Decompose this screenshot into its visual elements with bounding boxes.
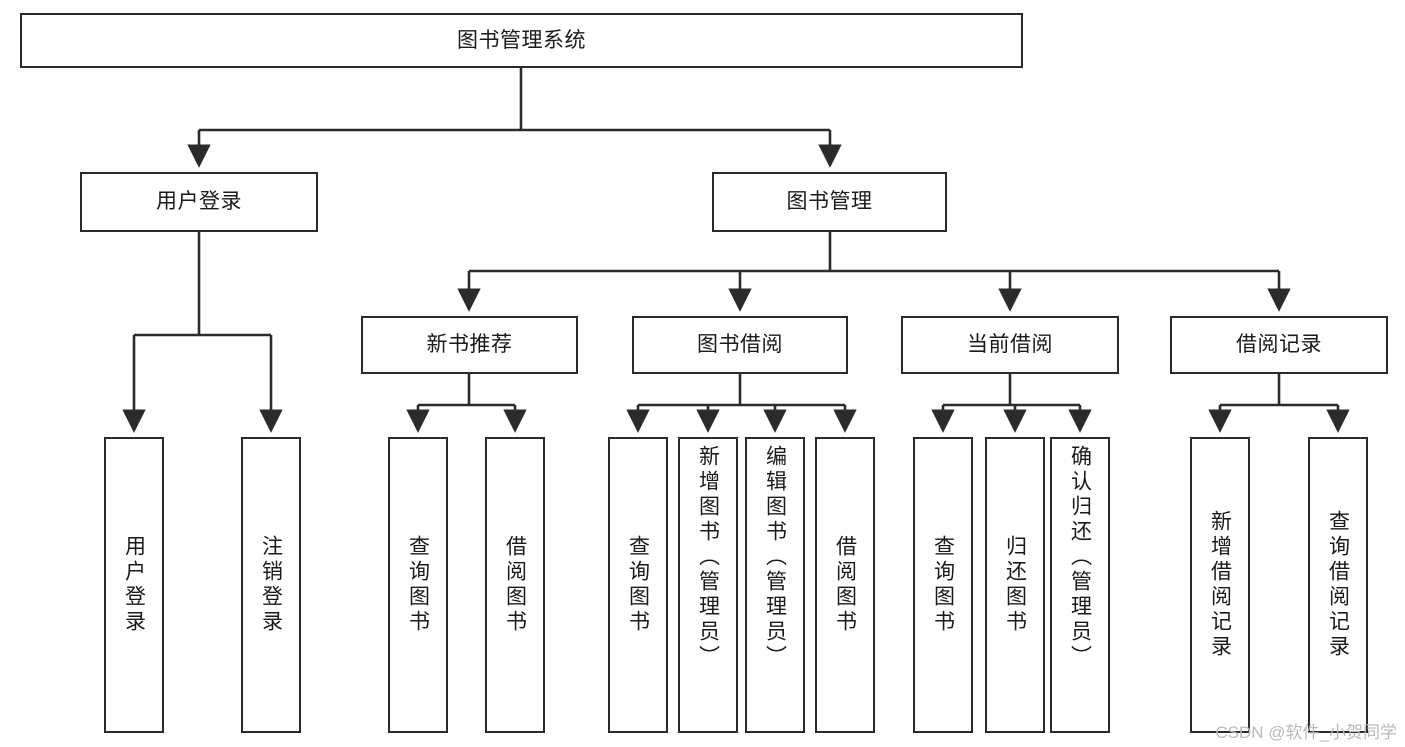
node-leaf-query-book-borrow-label: 查询图书: [626, 535, 650, 635]
node-leaf-query-book-current[interactable]: 查询图书: [913, 437, 973, 733]
node-book-manage-label: 图书管理: [786, 190, 873, 214]
node-user-login-label: 用户登录: [156, 190, 242, 214]
node-book-manage[interactable]: 图书管理: [712, 172, 947, 232]
node-borrow-record[interactable]: 借阅记录: [1170, 316, 1388, 374]
node-new-book-recommend-label: 新书推荐: [426, 333, 513, 357]
node-leaf-user-login-label: 用户登录: [122, 535, 146, 635]
node-leaf-add-book-admin[interactable]: 新增图书（管理员）: [678, 437, 738, 733]
node-leaf-add-borrow-record-label: 新增借阅记录: [1208, 510, 1232, 660]
csdn-watermark: CSDN @软件_小贺同学: [1215, 723, 1397, 742]
node-leaf-logout-login-label: 注销登录: [259, 535, 283, 635]
node-leaf-edit-book-admin-label: 编辑图书（管理员）: [763, 445, 787, 670]
node-leaf-add-borrow-record[interactable]: 新增借阅记录: [1190, 437, 1250, 733]
node-leaf-user-login[interactable]: 用户登录: [104, 437, 164, 733]
node-leaf-confirm-return-admin[interactable]: 确认归还（管理员）: [1050, 437, 1110, 733]
node-leaf-query-book-borrow[interactable]: 查询图书: [608, 437, 668, 733]
node-current-borrow[interactable]: 当前借阅: [901, 316, 1119, 374]
node-leaf-borrow-book-borrow[interactable]: 借阅图书: [815, 437, 875, 733]
node-book-borrow-label: 图书借阅: [697, 333, 783, 357]
node-leaf-add-book-admin-label: 新增图书（管理员）: [696, 445, 720, 670]
node-leaf-query-borrow-record-label: 查询借阅记录: [1326, 510, 1350, 660]
node-leaf-borrow-book-recommend-label: 借阅图书: [503, 535, 527, 635]
node-leaf-query-book-recommend[interactable]: 查询图书: [388, 437, 448, 733]
node-leaf-edit-book-admin[interactable]: 编辑图书（管理员）: [745, 437, 805, 733]
node-leaf-query-book-recommend-label: 查询图书: [406, 535, 430, 635]
node-leaf-logout-login[interactable]: 注销登录: [241, 437, 301, 733]
node-current-borrow-label: 当前借阅: [967, 333, 1053, 357]
node-leaf-borrow-book-recommend[interactable]: 借阅图书: [485, 437, 545, 733]
node-user-login[interactable]: 用户登录: [80, 172, 318, 232]
node-leaf-return-book[interactable]: 归还图书: [985, 437, 1045, 733]
node-leaf-confirm-return-admin-label: 确认归还（管理员）: [1068, 445, 1092, 670]
node-borrow-record-label: 借阅记录: [1236, 333, 1322, 357]
node-leaf-query-book-current-label: 查询图书: [931, 535, 955, 635]
node-leaf-return-book-label: 归还图书: [1003, 535, 1027, 635]
node-leaf-borrow-book-borrow-label: 借阅图书: [833, 535, 857, 635]
node-leaf-query-borrow-record[interactable]: 查询借阅记录: [1308, 437, 1368, 733]
node-title-label: 图书管理系统: [457, 28, 586, 52]
node-book-management-system[interactable]: 图书管理系统: [20, 13, 1023, 68]
node-new-book-recommend[interactable]: 新书推荐: [361, 316, 578, 374]
node-book-borrow[interactable]: 图书借阅: [632, 316, 848, 374]
